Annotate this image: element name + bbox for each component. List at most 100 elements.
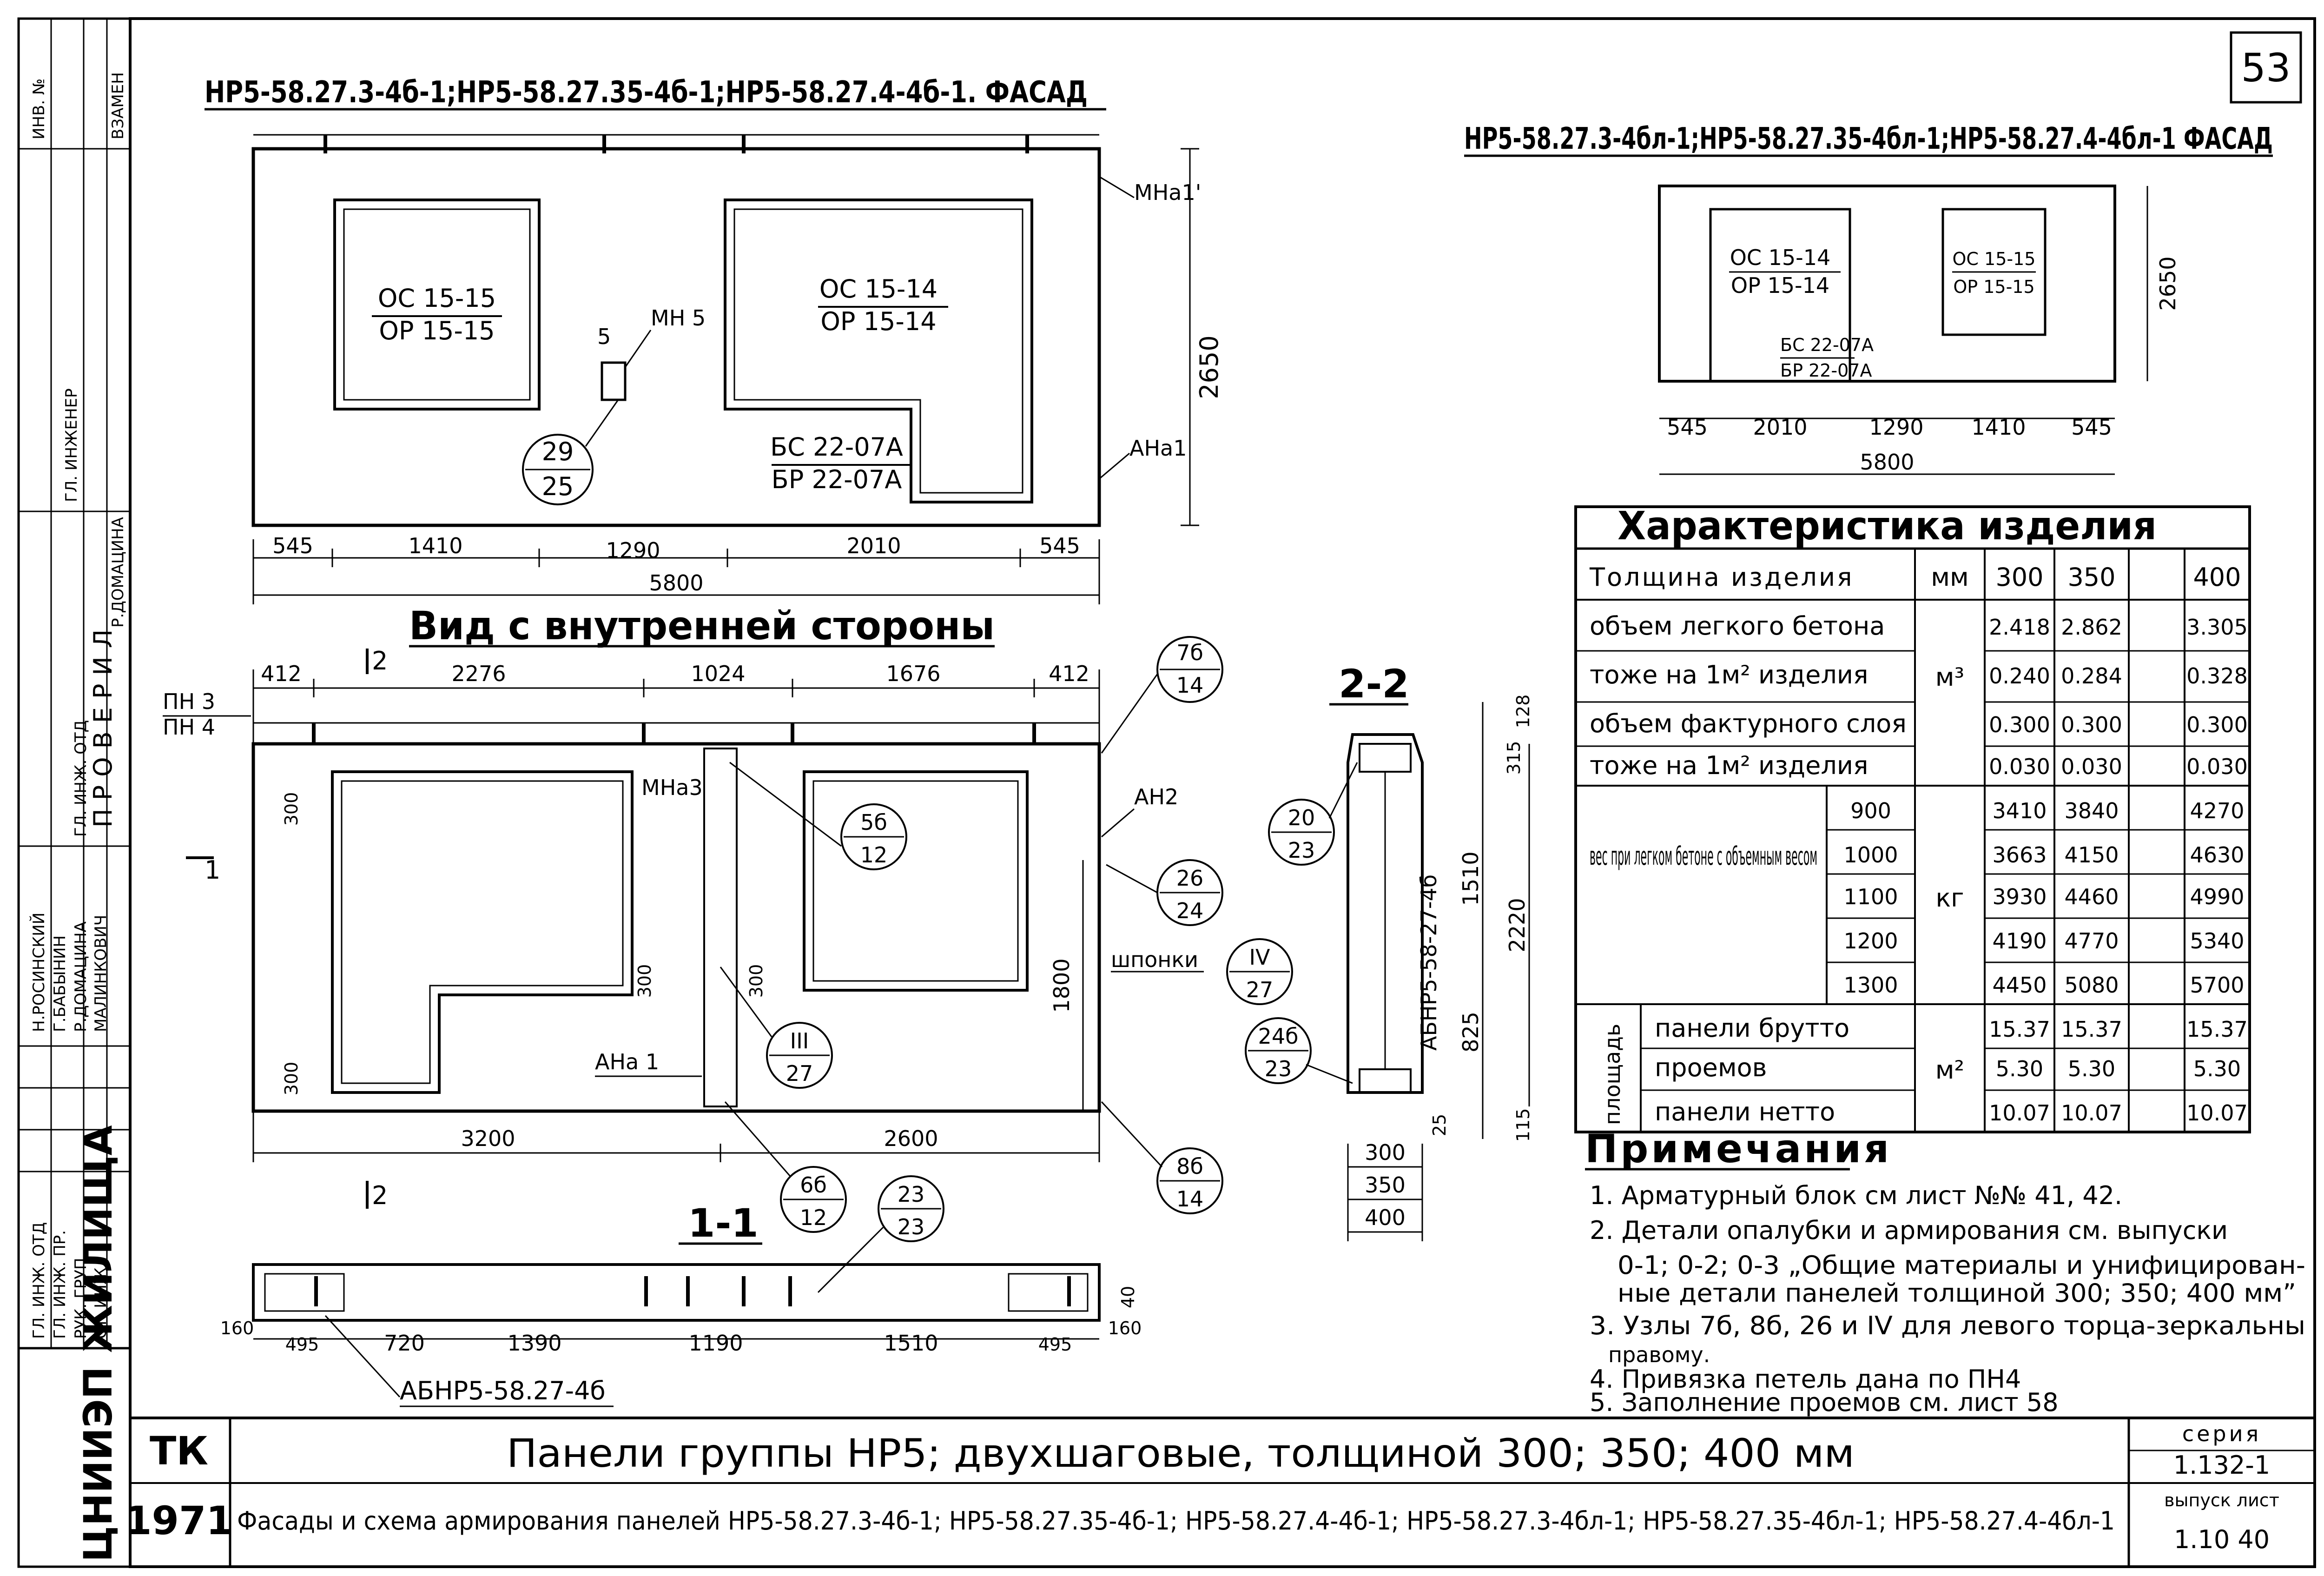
char-w2-density: 1100 (1843, 884, 1898, 909)
facade-main-dim-1: 1410 (408, 533, 462, 558)
section-1-1-dim-5: 1510 (884, 1331, 938, 1356)
interior-dim-top-3: 1676 (886, 661, 940, 686)
node-III-bottom: 27 (786, 1061, 813, 1086)
section-1-1-title: 1-1 (688, 1200, 759, 1246)
char-a1-v2: 5.30 (2193, 1056, 2241, 1081)
node-23-top: 23 (898, 1182, 925, 1207)
char-a0-v1: 15.37 (2061, 1017, 2122, 1042)
char-w3-density: 1200 (1843, 928, 1898, 954)
facade-main-dim-3: 2010 (846, 533, 901, 558)
stamp-vzam-label: ВЗАМЕН (109, 72, 127, 139)
char-w1-v0: 3663 (1992, 842, 2047, 867)
char-vol-2-v0: 0.300 (1989, 712, 2050, 737)
title-sub: Фасады и схема армирования панелей НР5-5… (237, 1506, 2115, 1536)
char-w4-density: 1300 (1843, 973, 1898, 998)
title-main: Панели группы НР5; двухшаговые, толщиной… (507, 1430, 1855, 1476)
char-thickness-label: Толщина изделия (1589, 563, 1854, 592)
title-year: 1971 (125, 1498, 233, 1543)
notes-title: Примечания (1585, 1126, 1892, 1172)
interior-dim-top-0: 412 (261, 661, 302, 686)
facade-mirror-panel (1658, 185, 2116, 383)
interior-dim-top-4: 412 (1049, 661, 1089, 686)
interior-dim-top-1: 2276 (451, 661, 506, 686)
facade-mirror-opening-left-top: ОС 15-14 (1730, 245, 1831, 270)
char-w1-density: 1000 (1843, 842, 1898, 867)
section-2-2-dim-2: 1510 (1458, 851, 1483, 906)
interior-view: Вид с внутренней стороны 412 2276 1024 1… (163, 603, 1293, 1293)
section-2-2-body (1347, 733, 1424, 1094)
title-block: ТК 1971 Панели группы НР5; двухшаговые, … (125, 1421, 2315, 1554)
interior-opening-right (803, 770, 1029, 992)
node-26: 26 24 (1106, 859, 1223, 926)
facade-mirror-dim-3: 1410 (1971, 415, 2026, 440)
node-III: III 27 (720, 967, 833, 1089)
interior-ana1: АНа 1 (595, 1049, 659, 1074)
section-2-2-dim-6: 25 (1429, 1114, 1450, 1136)
node-6b-bottom: 12 (800, 1205, 827, 1230)
char-w1-v2: 4630 (2190, 842, 2244, 867)
char-vol-1-v1: 0.284 (2061, 663, 2122, 689)
node-6b-top: 6б (800, 1172, 827, 1198)
node-5b-top: 5б (860, 810, 887, 835)
note-4: 3. Узлы 7б, 8б, 26 и IV для левого торца… (1590, 1311, 2305, 1340)
interior-opening-left (331, 770, 634, 1094)
interior-mna3: МНа3 (641, 775, 703, 800)
node-7b-top: 7б (1176, 640, 1203, 665)
char-vol-0-v2: 3.305 (2186, 615, 2248, 640)
char-a0-label: панели брутто (1655, 1013, 1849, 1043)
facade-main-panel (251, 147, 1101, 527)
char-w1-v1: 4150 (2064, 842, 2119, 867)
facade-mirror-dim-2: 1290 (1869, 415, 1923, 440)
section-2-2-dim-3: 2220 (1505, 898, 1530, 952)
interior-dim-300-a: 300 (281, 792, 302, 826)
facade-main-node-top: 29 (542, 437, 574, 466)
section-1-1-dim-6: 495 (1038, 1334, 1072, 1355)
facade-main-dim-2: 1290 (606, 538, 660, 563)
section-2-2-node-24b-top: 24б (1258, 1024, 1299, 1049)
note-2: 0-1; 0-2; 0-3 „Общие материалы и унифици… (1618, 1251, 2305, 1280)
section-1-1-block: АБНР5-58.27-4б (400, 1376, 606, 1405)
org-name: ЦНИИЭП ЖИЛИЩА (75, 1125, 121, 1562)
section-1-1-body (252, 1263, 1101, 1322)
char-a2-v0: 10.07 (1989, 1100, 2050, 1126)
char-thickness-2: 400 (2193, 563, 2241, 592)
facade-main-dim-4: 545 (1039, 533, 1080, 558)
title-code: ТК (150, 1428, 208, 1474)
interior-dim-top-2: 1024 (691, 661, 745, 686)
section-2-2-node-24b-bottom: 23 (1265, 1056, 1292, 1081)
page-number-box (2230, 31, 2302, 104)
stamp-row-2-name: Р.ДОМАЦИНА (72, 921, 90, 1032)
section-1-1-dim-1: 495 (285, 1334, 319, 1355)
char-vol-3-label: тоже на 1м² изделия (1590, 751, 1868, 780)
char-w2-v2: 4990 (2190, 884, 2244, 909)
facade-main-opening-right-bottom: ОР 15-14 (820, 307, 936, 336)
char-vol-1-v2: 0.328 (2186, 663, 2248, 689)
page-number: 53 (2241, 45, 2291, 91)
stamp-row-3-name: МАЛИНКОВИЧ (92, 915, 110, 1032)
char-area-label: площадь (1600, 1024, 1625, 1125)
facade-main-balcony-top: БС 22-07А (770, 432, 903, 462)
char-w2-v0: 3930 (1992, 884, 2047, 909)
interior-panel (251, 742, 1101, 1113)
facade-main-balcony-bottom: БР 22-07А (772, 465, 902, 494)
char-vol-3-v0: 0.030 (1989, 754, 2050, 779)
char-w0-v0: 3410 (1992, 798, 2047, 823)
stamp-proveril: ПРОВЕРИЛ (88, 621, 118, 828)
interior-dim-bottom-0: 3200 (461, 1126, 515, 1151)
char-vol-3-v2: 0.030 (2186, 754, 2248, 779)
facade-main-label-5: 5 (597, 324, 611, 349)
stamp-chief-label: ГЛ. ИНЖЕНЕР (62, 388, 81, 502)
char-vol-1-v0: 0.240 (1989, 663, 2050, 689)
facade-main-opening-left-bottom: ОР 15-15 (379, 316, 495, 345)
stamp-row-1-name: Г.БАБЫНИН (51, 935, 69, 1032)
facade-main-opening-left (333, 199, 541, 411)
char-w3-v0: 4190 (1992, 928, 2047, 954)
note-5: правому. (1608, 1342, 1710, 1367)
stamp-row-0-role: ГЛ. ИНЖ. ОТД (30, 1222, 48, 1339)
interior-shponki: шпонки (1111, 947, 1198, 972)
stamp-check-2: Р.ДОМАЦИНА (109, 517, 127, 628)
interior-section-2-top: 2 (372, 646, 388, 675)
facade-main-opening-right-top: ОС 15-14 (819, 274, 938, 304)
node-IV-top: IV (1249, 945, 1270, 970)
interior-section-1-left: 1 (205, 855, 220, 885)
